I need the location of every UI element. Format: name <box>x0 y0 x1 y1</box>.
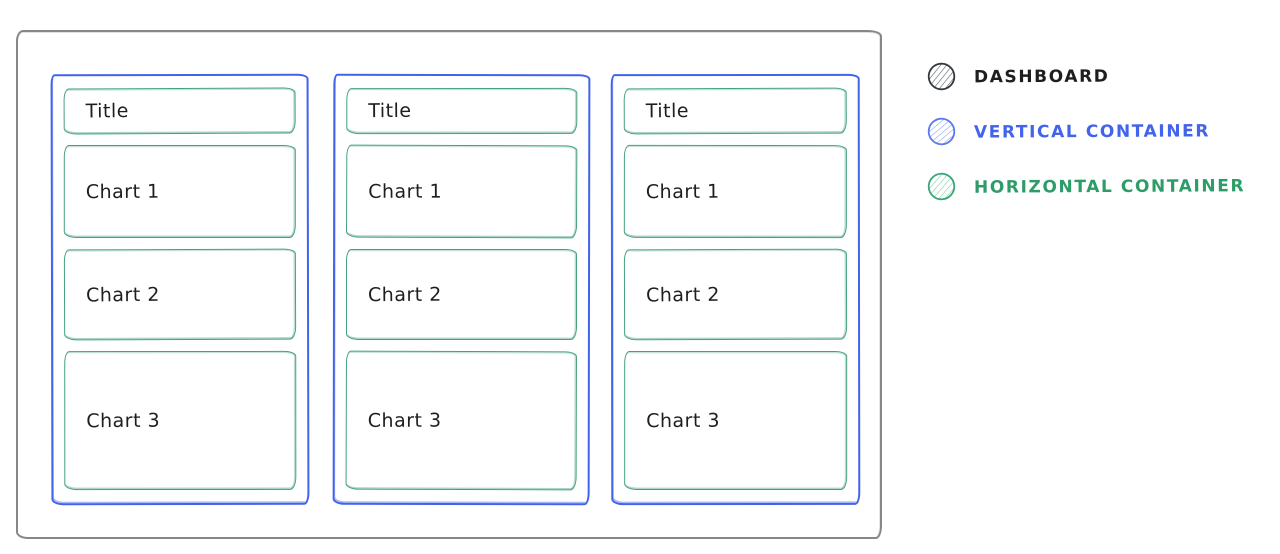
legend: DASHBOARD VERTICAL CONTAINER HORIZONTAL … <box>926 61 1245 202</box>
chart-2-box: Chart 2 <box>345 248 577 340</box>
green-hatched-circle-icon <box>927 172 956 201</box>
legend-item-dashboard: DASHBOARD <box>926 61 1245 92</box>
chart-2-label: Chart 2 <box>367 283 442 306</box>
chart-3-box: Chart 3 <box>64 350 297 491</box>
chart-1-label: Chart 1 <box>368 180 443 203</box>
chart-3-label: Chart 3 <box>646 409 721 432</box>
chart-2-label: Chart 2 <box>645 283 720 306</box>
chart-1-label: Chart 1 <box>85 180 160 203</box>
chart-1-label: Chart 1 <box>645 180 720 203</box>
title-box: Title <box>63 87 296 135</box>
chart-2-label: Chart 2 <box>85 283 160 307</box>
title-label: Title <box>645 99 690 123</box>
chart-3-label: Chart 3 <box>367 409 442 432</box>
title-label: Title <box>368 99 412 123</box>
chart-3-box: Chart 3 <box>624 350 848 490</box>
chart-1-box: Chart 1 <box>63 145 296 239</box>
title-box: Title <box>346 87 578 135</box>
vertical-container-1: Title Chart 1 Chart 2 Chart 3 <box>50 73 310 506</box>
black-hatched-circle-icon <box>927 62 956 91</box>
legend-label-vertical-container: VERTICAL CONTAINER <box>973 120 1211 143</box>
dashboard-frame: Title Chart 1 Chart 2 Chart 3 Title Char… <box>16 30 882 539</box>
title-box: Title <box>623 87 847 135</box>
title-label: Title <box>85 100 129 123</box>
chart-1-box: Chart 1 <box>623 144 847 239</box>
legend-label-dashboard: DASHBOARD <box>973 66 1110 87</box>
vertical-container-3: Title Chart 1 Chart 2 Chart 3 <box>610 73 861 506</box>
chart-2-box: Chart 2 <box>623 248 848 341</box>
legend-item-vertical-container: VERTICAL CONTAINER <box>926 116 1245 147</box>
legend-item-horizontal-container: HORIZONTAL CONTAINER <box>926 171 1245 202</box>
chart-2-box: Chart 2 <box>63 248 297 341</box>
blue-hatched-circle-icon <box>927 117 956 146</box>
vertical-container-2: Title Chart 1 Chart 2 Chart 3 <box>332 73 591 506</box>
chart-3-box: Chart 3 <box>345 350 577 491</box>
chart-1-box: Chart 1 <box>345 144 578 239</box>
legend-label-horizontal-container: HORIZONTAL CONTAINER <box>973 175 1246 198</box>
chart-3-label: Chart 3 <box>86 409 161 432</box>
